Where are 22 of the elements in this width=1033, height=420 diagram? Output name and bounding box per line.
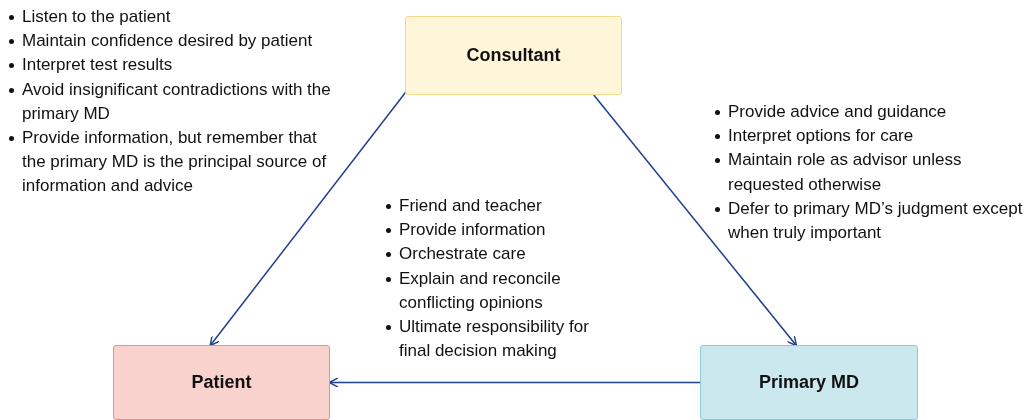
bullet-item: Friend and teacher bbox=[399, 195, 542, 217]
role-box bbox=[700, 345, 918, 420]
role-box bbox=[405, 16, 622, 95]
arrow bbox=[328, 377, 701, 388]
bullet-item: Maintain role as advisor unless requested otherwise bbox=[728, 149, 963, 196]
bullet-item: Provide advice and guidance bbox=[728, 101, 947, 123]
role-label: Consultant bbox=[466, 45, 561, 66]
bullet-item: Defer to primary MD’s judgment except when truly important bbox=[728, 197, 1024, 244]
bullet-item: Orchestrate care bbox=[399, 243, 526, 266]
role-label: Primary MD bbox=[758, 372, 859, 393]
bullet-item: Maintain confidence desired by patient bbox=[22, 30, 313, 53]
bullet-item: Interpret test results bbox=[22, 54, 173, 77]
bullet-item: Interpret options for care bbox=[728, 125, 914, 148]
bullet-item: Provide information, but remember that the primary MD is the principal source of information and advice bbox=[22, 127, 328, 198]
bullet-item: Listen to the patient bbox=[22, 6, 171, 28]
role-box bbox=[113, 345, 330, 420]
role-label: Patient bbox=[191, 372, 252, 393]
bullet-item: Avoid insignificant contradictions with the primary MD bbox=[22, 78, 332, 125]
arrow bbox=[593, 94, 798, 347]
bullet-item: Provide information bbox=[399, 219, 546, 242]
bullet-item: Ultimate responsibility for final decision making bbox=[399, 316, 590, 363]
bullet-item: Explain and reconcile conflicting opinions bbox=[399, 267, 562, 314]
